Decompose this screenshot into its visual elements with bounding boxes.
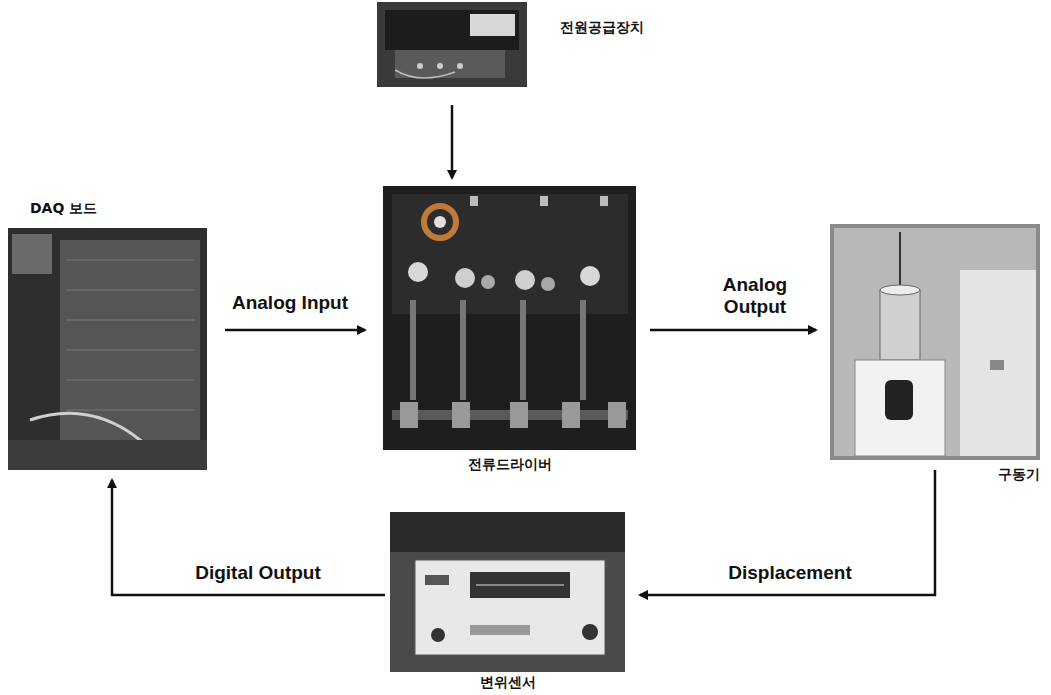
actuator-photo bbox=[830, 224, 1040, 460]
power-supply-node: 전원공급장치 bbox=[377, 2, 527, 87]
connector-arrow bbox=[451, 105, 454, 178]
node-label: 전원공급장치 bbox=[560, 19, 644, 35]
signal-label: Analog Output bbox=[710, 274, 800, 318]
node-label: 변위센서 bbox=[480, 674, 536, 690]
connector-arrow bbox=[225, 329, 365, 332]
node-label: 전류드라이버 bbox=[468, 456, 552, 472]
current-driver-photo bbox=[383, 186, 636, 450]
connector-arrow bbox=[650, 329, 816, 332]
current-driver-node: 전류드라이버 bbox=[383, 186, 636, 450]
daq-board-photo bbox=[8, 228, 207, 470]
daq-board-node: DAQ 보드 bbox=[8, 228, 207, 470]
signal-label: Analog Input bbox=[205, 292, 375, 314]
connector-arrow bbox=[112, 480, 385, 595]
displacement-sensor-photo bbox=[390, 512, 625, 672]
signal-label: Displacement bbox=[705, 562, 875, 584]
displacement-sensor-node: 변위센서 bbox=[390, 512, 625, 672]
connector-arrow bbox=[640, 470, 935, 595]
node-label: 구동기 bbox=[998, 466, 1040, 482]
node-label: DAQ 보드 bbox=[30, 200, 97, 216]
signal-label: Digital Output bbox=[173, 562, 343, 584]
power-supply-photo bbox=[377, 2, 527, 87]
actuator-node: 구동기 bbox=[830, 224, 1040, 460]
